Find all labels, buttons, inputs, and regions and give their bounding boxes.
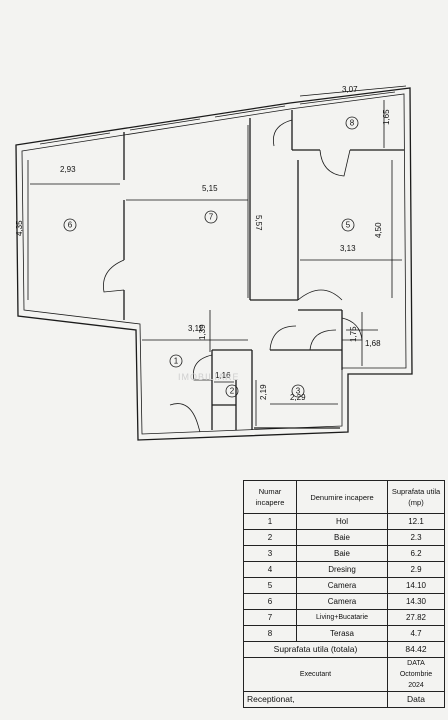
total-label: Suprafata utila (totala) — [243, 641, 388, 658]
room-8-label: 8 — [350, 119, 355, 128]
col-header-name: Denumire incapere — [296, 480, 388, 514]
date-year: 2024 — [408, 682, 424, 689]
table-row: 7 Living+Bucatarie 27.82 — [243, 609, 445, 626]
table-row: 4 Dresing 2.9 — [243, 561, 445, 578]
door-arcs — [103, 119, 363, 433]
executant-label: Executant — [243, 657, 388, 692]
total-value: 84.42 — [387, 641, 445, 658]
row-nr: 6 — [243, 593, 297, 610]
dim-bath3-depth: 2,29 — [290, 393, 306, 402]
row-area: 2.9 — [387, 561, 445, 578]
interior-walls — [123, 110, 404, 430]
col-header-nr: Numar incapere — [243, 480, 297, 514]
data-footer-label: Data — [387, 691, 445, 708]
room-5-label: 5 — [346, 221, 351, 230]
row-name: Terasa — [296, 625, 388, 642]
dim-dressing-d: 1,68 — [365, 339, 381, 348]
dim-dressing-w: 1,75 — [349, 326, 358, 342]
row-name: Baie — [296, 529, 388, 546]
windows — [39, 91, 396, 145]
room-6-label: 6 — [68, 221, 73, 230]
table-row: 1 Hol 12.1 — [243, 513, 445, 530]
col-header-area: Suprafata utila (mp) — [387, 480, 445, 514]
table-row: 2 Baie 2.3 — [243, 529, 445, 546]
row-area: 12.1 — [387, 513, 445, 530]
table-row: 8 Terasa 4.7 — [243, 625, 445, 642]
room-area-table: Numar incapere Denumire incapere Suprafa… — [243, 480, 445, 708]
dim-r6-width: 2,93 — [60, 165, 76, 174]
total-row: Suprafata utila (totala) 84.42 — [243, 641, 445, 658]
dimension-lines — [27, 85, 407, 426]
row-nr: 3 — [243, 545, 297, 562]
row-nr: 7 — [243, 609, 297, 626]
dim-r5-width: 3,13 — [340, 244, 356, 253]
row-area: 14.30 — [387, 593, 445, 610]
table-row: 3 Baie 6.2 — [243, 545, 445, 562]
row-area: 2.3 — [387, 529, 445, 546]
dim-terrace: 1,65 — [382, 109, 391, 125]
dim-r5-height: 4,50 — [374, 222, 383, 238]
row-nr: 5 — [243, 577, 297, 594]
date-month: Octombrie — [399, 671, 433, 678]
executant-row: Executant DATA Octombrie 2024 — [243, 657, 445, 692]
row-area: 6.2 — [387, 545, 445, 562]
dim-r7-width: 5,15 — [202, 184, 218, 193]
room-2-label: 2 — [230, 387, 235, 396]
dim-hall-depth: 1,39 — [198, 324, 207, 340]
row-nr: 4 — [243, 561, 297, 578]
row-name: Camera — [296, 577, 388, 594]
dim-bath2: 1,16 — [215, 371, 231, 380]
dimension-labels: 3,07 1,65 2,93 4,35 5,15 5,57 4,50 3,13 … — [15, 85, 391, 402]
row-name: Dresing — [296, 561, 388, 578]
row-area: 4.7 — [387, 625, 445, 642]
row-nr: 8 — [243, 625, 297, 642]
room-3-label: 3 — [296, 387, 301, 396]
room-7-label: 7 — [209, 213, 214, 222]
table-row: 5 Camera 14.10 — [243, 577, 445, 594]
row-name: Baie — [296, 545, 388, 562]
floor-plan: 3,07 1,65 2,93 4,35 5,15 5,57 4,50 3,13 … — [15, 85, 413, 441]
row-name: Hol — [296, 513, 388, 530]
receptionat-label: Receptionat, — [243, 691, 388, 708]
dim-bath3-width: 2,19 — [259, 384, 268, 400]
table-row: 6 Camera 14.30 — [243, 593, 445, 610]
reception-row: Receptionat, Data — [243, 691, 445, 708]
outer-walls — [15, 87, 413, 441]
dim-hall-width: 3,11 — [188, 324, 204, 333]
room-1-label: 1 — [174, 357, 179, 366]
date-cell: DATA Octombrie 2024 — [387, 657, 445, 692]
row-name: Camera — [296, 593, 388, 610]
row-nr: 2 — [243, 529, 297, 546]
date-label: DATA — [407, 660, 425, 667]
room-markers: 1 2 3 5 6 7 8 — [63, 116, 359, 398]
row-area: 27.82 — [387, 609, 445, 626]
row-area: 14.10 — [387, 577, 445, 594]
table-header: Numar incapere Denumire incapere Suprafa… — [243, 480, 445, 514]
dim-r6-height: 4,35 — [15, 220, 24, 236]
watermark-text: IMOBILIARE — [178, 372, 240, 382]
row-name: Living+Bucatarie — [296, 609, 388, 626]
dim-top: 3,07 — [342, 85, 358, 94]
row-nr: 1 — [243, 513, 297, 530]
dim-r7-height: 5,57 — [254, 215, 263, 231]
